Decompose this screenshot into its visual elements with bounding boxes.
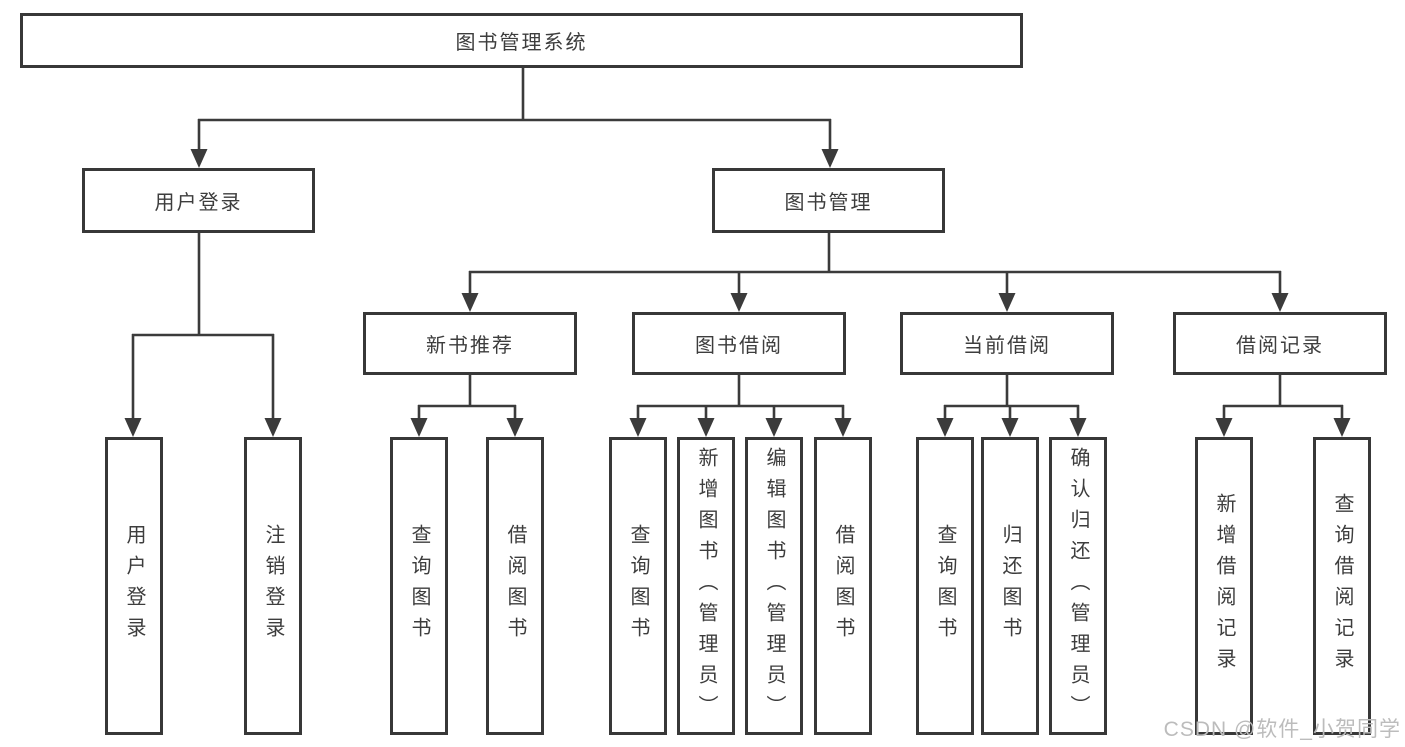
node-label: 用户登录 — [154, 192, 243, 214]
leaf-logout: 注销登录 — [244, 437, 302, 735]
node-label: 查询图书 — [408, 524, 430, 648]
node-label: 借阅图书 — [832, 524, 854, 648]
node-label: 图书借阅 — [695, 335, 783, 357]
connector-arrows — [124, 149, 1351, 437]
node-label: 注销登录 — [262, 524, 284, 648]
node-label: 用户登录 — [123, 524, 145, 648]
node-label: 新增借阅记录 — [1213, 493, 1235, 679]
node-book-borrowing: 图书借阅 — [632, 312, 846, 375]
csdn-watermark: CSDN @软件_小贺同学 — [1163, 718, 1401, 741]
node-label: 确认归还（管理员） — [1067, 446, 1089, 726]
node-label: 当前借阅 — [963, 335, 1051, 357]
leaf-query-books-recommend: 查询图书 — [390, 437, 448, 735]
leaf-confirm-return-admin: 确认归还（管理员） — [1049, 437, 1107, 735]
node-user-login: 用户登录 — [82, 168, 315, 233]
node-new-book-recommend: 新书推荐 — [363, 312, 577, 375]
leaf-user-login: 用户登录 — [105, 437, 163, 735]
node-label: 查询图书 — [934, 524, 956, 648]
leaf-borrow-books: 借阅图书 — [814, 437, 872, 735]
leaf-add-borrow-record: 新增借阅记录 — [1195, 437, 1253, 735]
node-label: 查询图书 — [627, 524, 649, 648]
node-label: 借阅图书 — [504, 524, 526, 648]
node-current-borrowing: 当前借阅 — [900, 312, 1114, 375]
node-label: 图书管理 — [784, 192, 873, 214]
node-label: 编辑图书（管理员） — [763, 446, 785, 726]
leaf-borrow-books-recommend: 借阅图书 — [486, 437, 544, 735]
node-book-management: 图书管理 — [712, 168, 945, 233]
leaf-query-borrow-record: 查询借阅记录 — [1313, 437, 1371, 735]
leaf-add-books-admin: 新增图书（管理员） — [677, 437, 735, 735]
node-label: 新增图书（管理员） — [695, 446, 717, 726]
node-label: 归还图书 — [999, 524, 1021, 648]
node-borrowing-records: 借阅记录 — [1173, 312, 1387, 375]
leaf-query-books-current: 查询图书 — [916, 437, 974, 735]
leaf-edit-books-admin: 编辑图书（管理员） — [745, 437, 803, 735]
node-library-management-system: 图书管理系统 — [20, 13, 1023, 68]
node-label: 新书推荐 — [426, 335, 514, 357]
leaf-return-books: 归还图书 — [981, 437, 1039, 735]
node-label: 查询借阅记录 — [1331, 493, 1353, 679]
node-label: 图书管理系统 — [455, 32, 588, 54]
leaf-query-books-borrowing: 查询图书 — [609, 437, 667, 735]
node-label: 借阅记录 — [1236, 335, 1324, 357]
